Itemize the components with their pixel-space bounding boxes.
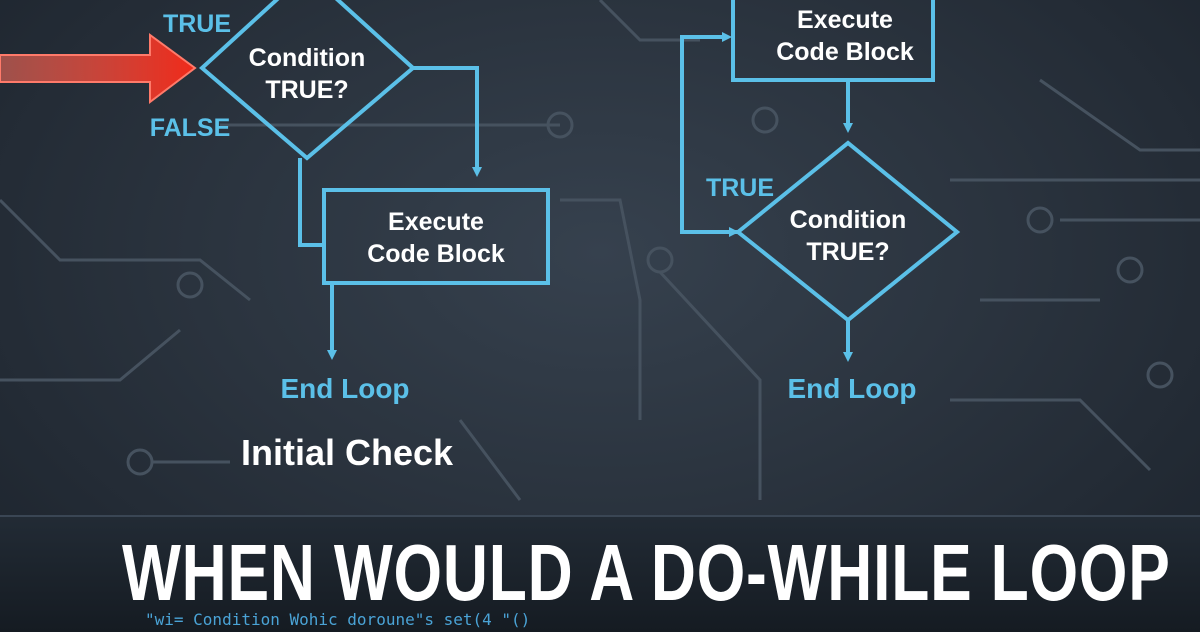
- circuit-background: [0, 0, 1200, 501]
- left-true-label: TRUE: [163, 10, 231, 38]
- right-condition-line1: Condition: [790, 206, 907, 234]
- left-execute-box: [322, 188, 550, 285]
- right-condition-line2: TRUE?: [806, 238, 889, 266]
- code-snippet: "wi= Condition Wohic doroune"s set(4 "(): [145, 610, 531, 629]
- entry-arrow: [0, 33, 197, 105]
- right-loop-back-connector: [680, 32, 738, 234]
- initial-check-caption: Initial Check: [241, 432, 454, 473]
- right-execute-box: [731, 0, 935, 82]
- left-condition-line1: Condition: [249, 44, 366, 72]
- title-band: [0, 515, 1200, 632]
- right-execute-line1: Execute: [797, 6, 893, 34]
- left-condition-line2: TRUE?: [265, 76, 348, 104]
- right-condition-diamond: [734, 140, 961, 323]
- left-false-label: FALSE: [150, 114, 231, 142]
- headline-title: WHEN WOULD A DO-WHILE LOOP: [122, 528, 1171, 617]
- left-true-connector: [413, 66, 482, 177]
- right-end-loop: End Loop: [787, 373, 916, 404]
- left-execute-line1: Execute: [388, 208, 484, 236]
- right-true-label: TRUE: [706, 174, 774, 202]
- left-false-connector: [298, 158, 324, 247]
- left-end-loop: End Loop: [280, 373, 409, 404]
- right-execute-line2: Code Block: [776, 38, 914, 66]
- left-execute-line2: Code Block: [367, 240, 505, 268]
